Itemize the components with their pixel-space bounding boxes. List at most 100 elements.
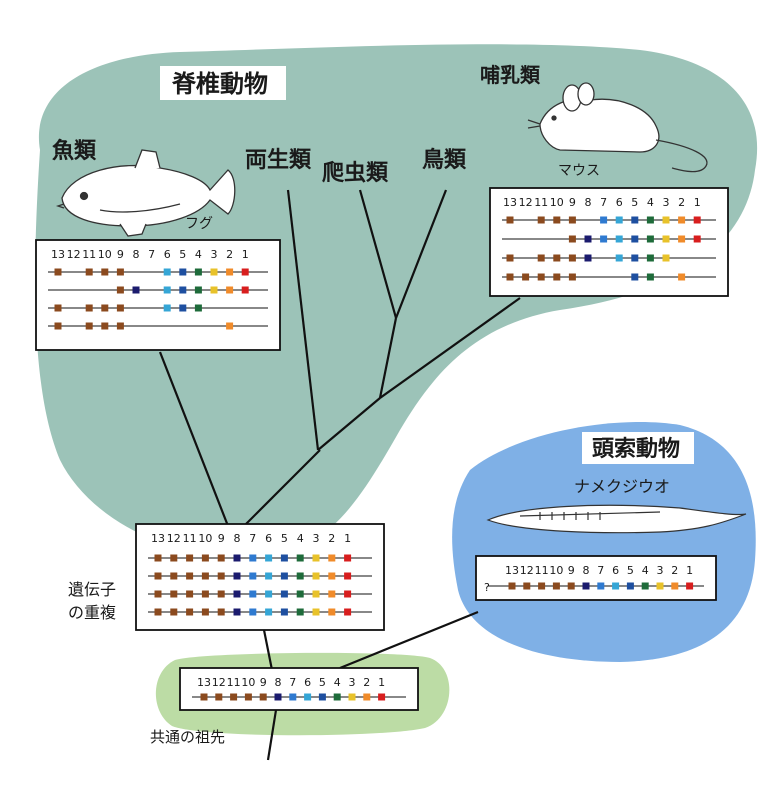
gene-box xyxy=(615,216,623,224)
gene-number: 5 xyxy=(179,248,186,261)
branch-dup-to-vert xyxy=(239,449,321,531)
gene-box xyxy=(508,582,516,590)
gene-box xyxy=(552,582,560,590)
gene-box xyxy=(662,235,670,243)
gene-box xyxy=(328,590,336,598)
gene-number: 9 xyxy=(568,564,575,577)
cephalochordates-label: 頭索動物 xyxy=(592,436,680,462)
gene-number: 12 xyxy=(519,196,533,209)
gene-box xyxy=(296,608,304,616)
gene-number: 3 xyxy=(313,532,320,545)
gene-box xyxy=(116,268,124,276)
gene-box xyxy=(210,268,218,276)
gene-number: 1 xyxy=(378,676,385,689)
gene-box xyxy=(568,216,576,224)
gene-number: 4 xyxy=(334,676,341,689)
gene-panel-frame xyxy=(489,187,729,297)
branch-trunk-bottom xyxy=(266,709,278,761)
gene-number: 3 xyxy=(657,564,664,577)
gene-number: 1 xyxy=(694,196,701,209)
gene-box xyxy=(217,554,225,562)
gene-box xyxy=(506,273,514,281)
gene-box xyxy=(686,582,694,590)
gene-box xyxy=(101,322,109,330)
gene-box xyxy=(116,286,124,294)
gene-number: 2 xyxy=(363,676,370,689)
gene-number: 11 xyxy=(183,532,197,545)
gene-box xyxy=(328,572,336,580)
gene-box xyxy=(646,235,654,243)
gene-number: 6 xyxy=(612,564,619,577)
gene-box xyxy=(506,216,514,224)
gene-box xyxy=(280,608,288,616)
gene-box xyxy=(333,693,341,701)
unknown-gene-marker: ? xyxy=(484,581,490,594)
gene-number: 10 xyxy=(241,676,255,689)
amphioxus-illustration xyxy=(486,504,747,534)
gene-number: 9 xyxy=(260,676,267,689)
gene-box xyxy=(179,304,187,312)
gene-box xyxy=(522,273,530,281)
gene-box xyxy=(344,572,352,580)
gene-box xyxy=(678,216,686,224)
chordate-region xyxy=(452,422,756,662)
gene-box xyxy=(170,608,178,616)
gene-box xyxy=(241,286,249,294)
gene-box xyxy=(671,582,679,590)
gene-number: 13 xyxy=(505,564,519,577)
gene-box xyxy=(186,590,194,598)
gene-box xyxy=(363,693,371,701)
gene-box xyxy=(230,693,238,701)
gene-box xyxy=(538,582,546,590)
branch-to-amphioxus xyxy=(339,610,479,670)
gene-box xyxy=(646,254,654,262)
gene-box xyxy=(280,554,288,562)
gene-number: 5 xyxy=(627,564,634,577)
gene-box xyxy=(249,554,257,562)
gene-number: 5 xyxy=(281,532,288,545)
gene-box xyxy=(656,582,664,590)
gene-box xyxy=(210,286,218,294)
gene-box xyxy=(631,254,639,262)
gene-box xyxy=(615,235,623,243)
branch-amniote-to-sauropsid xyxy=(378,317,398,399)
gene-box xyxy=(154,572,162,580)
gene-number: 11 xyxy=(535,564,549,577)
amphibians-label: 両生類 xyxy=(245,148,312,173)
gene-number: 9 xyxy=(569,196,576,209)
gene-box xyxy=(226,286,234,294)
gene-box xyxy=(568,273,576,281)
gene-box xyxy=(101,304,109,312)
gene-box xyxy=(85,322,93,330)
gene-box xyxy=(170,554,178,562)
gene-box xyxy=(265,554,273,562)
gene-number: 12 xyxy=(520,564,534,577)
gene-panel-frame xyxy=(179,667,419,711)
gene-box xyxy=(249,590,257,598)
gene-box xyxy=(646,273,654,281)
gene-box xyxy=(233,590,241,598)
gene-box xyxy=(537,254,545,262)
gene-box xyxy=(678,273,686,281)
gene-box xyxy=(163,286,171,294)
gene-number: 12 xyxy=(167,532,181,545)
gene-box xyxy=(259,693,267,701)
gene-box xyxy=(662,254,670,262)
gene-box xyxy=(328,554,336,562)
gene-box xyxy=(553,216,561,224)
gene-number: 10 xyxy=(98,248,112,261)
mammals-label: 哺乳類 xyxy=(480,63,541,87)
gene-box xyxy=(54,304,62,312)
gene-number: 7 xyxy=(249,532,256,545)
gene-box xyxy=(626,582,634,590)
gene-box xyxy=(85,304,93,312)
gene-box xyxy=(194,286,202,294)
gene-box xyxy=(612,582,620,590)
gene-box xyxy=(200,693,208,701)
gene-number: 1 xyxy=(686,564,693,577)
pufferfish-illustration xyxy=(55,149,236,237)
gene-number: 6 xyxy=(304,676,311,689)
